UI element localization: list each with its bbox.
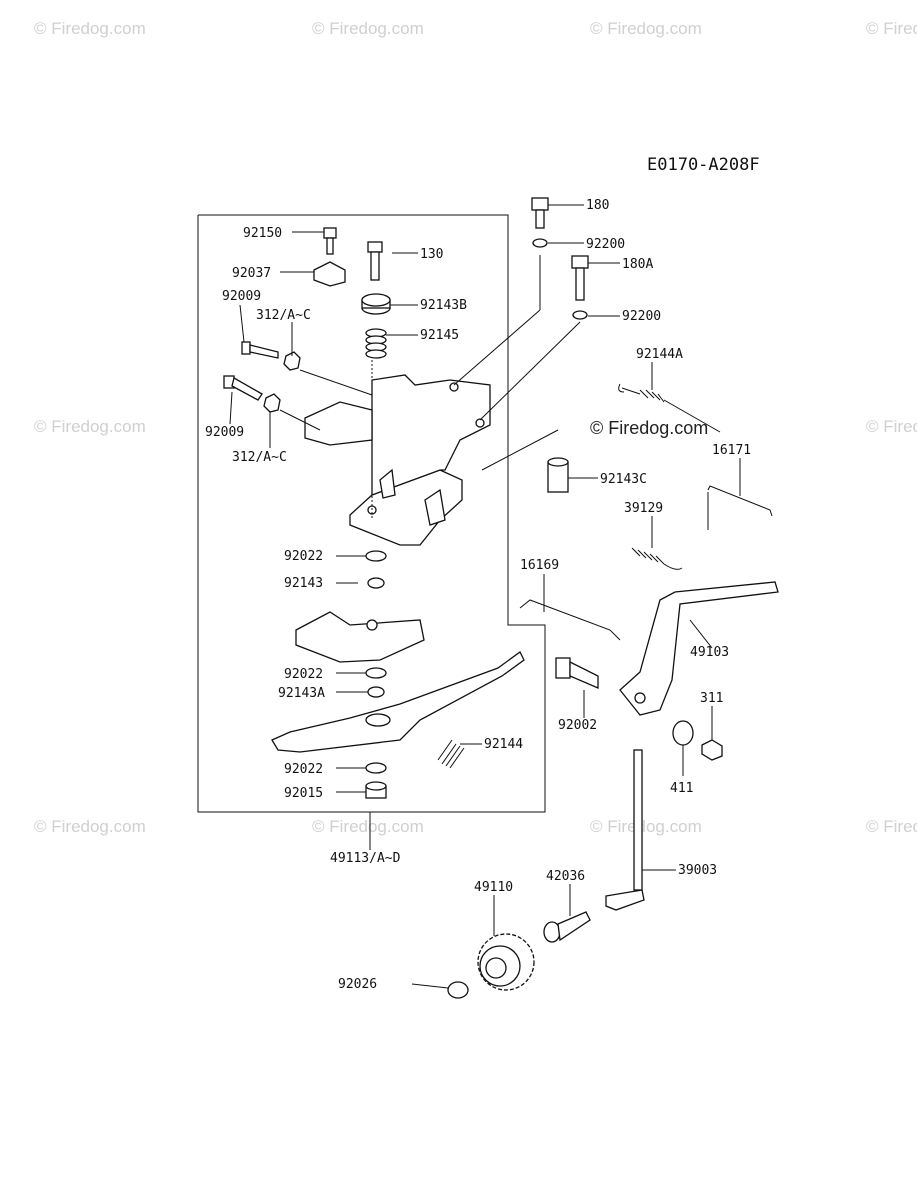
- spring-92144: [437, 739, 465, 769]
- label-180: 180: [586, 198, 609, 213]
- label-92144: 92144: [484, 737, 523, 752]
- label-92037: 92037: [232, 266, 271, 281]
- watermark: © Firedog.com: [34, 817, 146, 836]
- watermark: © Firedog.com: [34, 19, 146, 38]
- label-92144A: 92144A: [636, 347, 683, 362]
- washer-92022-b: [365, 667, 387, 679]
- label-39129: 39129: [624, 501, 663, 516]
- governor-arm: [271, 651, 525, 753]
- label-92143A: 92143A: [278, 686, 325, 701]
- watermark: © Firedog.com: [866, 817, 917, 836]
- label-92200-lower: 92200: [622, 309, 661, 324]
- bolt-92002: [555, 657, 599, 689]
- nut-312-upper: [283, 351, 301, 371]
- bolt-130: [367, 241, 383, 281]
- shaft-39003: [605, 749, 645, 911]
- bolt-180-leader: [453, 309, 541, 386]
- screw-92009b-leader: [279, 409, 321, 431]
- label-49110: 49110: [474, 880, 513, 895]
- screw-92009a-leader: [299, 369, 373, 396]
- label-92143C: 92143C: [600, 472, 647, 487]
- diagram-code: E0170-A208F: [647, 155, 760, 175]
- watermark: © Firedog.com: [590, 19, 702, 38]
- label-411: 411: [670, 781, 693, 796]
- nut-92015: [365, 781, 387, 799]
- label-92009-upper: 92009: [222, 289, 261, 304]
- control-bracket: [304, 374, 491, 546]
- bolt-180: [531, 197, 549, 248]
- washer-411: [672, 720, 694, 746]
- label-92145: 92145: [420, 328, 459, 343]
- collar-92143a: [367, 686, 385, 698]
- washer-92026: [447, 981, 469, 999]
- label-312-upper: 312/A~C: [256, 308, 311, 323]
- watermark: © Firedog.com: [590, 817, 702, 836]
- bolt-180a-leader: [479, 321, 581, 421]
- label-49113: 49113/A~D: [330, 851, 401, 866]
- pin-42036: [543, 911, 591, 943]
- gear-49110: [477, 933, 535, 991]
- watermark: © Firedog.com: [312, 19, 424, 38]
- watermark: © Firedog.com: [866, 417, 917, 436]
- rod-16169: [519, 599, 621, 641]
- part-labels: 92150 130 92037 92143B 92009 312/A~C 921…: [205, 198, 751, 992]
- spring-92145: [365, 328, 387, 359]
- label-49103: 49103: [690, 645, 729, 660]
- bolt-92150: [323, 227, 337, 255]
- leader-lines: [229, 204, 741, 989]
- rod-16171: [707, 485, 773, 517]
- label-312-lower: 312/A~C: [232, 450, 287, 465]
- watermark-center: © Firedog.com: [590, 418, 708, 438]
- collar-92143b: [361, 293, 391, 315]
- lever-49103: [619, 581, 779, 716]
- spring-92144a: [618, 383, 721, 433]
- label-16169: 16169: [520, 558, 559, 573]
- assembly-outline: [197, 214, 546, 813]
- watermark: © Firedog.com: [312, 817, 424, 836]
- label-92002: 92002: [558, 718, 597, 733]
- label-92200-upper: 92200: [586, 237, 625, 252]
- washer-92022-a: [365, 550, 387, 562]
- collar-92143c: [547, 457, 569, 493]
- watermark: © Firedog.com: [34, 417, 146, 436]
- label-39003: 39003: [678, 863, 717, 878]
- nut-312-lower: [263, 393, 281, 413]
- label-92143B: 92143B: [420, 298, 467, 313]
- label-180A: 180A: [622, 257, 653, 272]
- spring-39129: [631, 547, 683, 570]
- nut-311: [701, 739, 723, 761]
- label-16171: 16171: [712, 443, 751, 458]
- label-130: 130: [420, 247, 443, 262]
- label-92015: 92015: [284, 786, 323, 801]
- label-92026: 92026: [338, 977, 377, 992]
- clamp-92037: [313, 261, 346, 287]
- label-42036: 42036: [546, 869, 585, 884]
- label-92143: 92143: [284, 576, 323, 591]
- watermark: © Firedog.com: [866, 19, 917, 38]
- label-92009-lower: 92009: [205, 425, 244, 440]
- label-92022-a: 92022: [284, 549, 323, 564]
- label-311: 311: [700, 691, 723, 706]
- governor-plate: [295, 611, 425, 663]
- watermark-grid: © Firedog.com © Firedog.com © Firedog.co…: [34, 19, 917, 836]
- label-92022-c: 92022: [284, 762, 323, 777]
- washer-92022-c: [365, 762, 387, 774]
- bolt-180a: [571, 255, 589, 320]
- screw-92009-upper: [241, 341, 279, 359]
- label-92022-b: 92022: [284, 667, 323, 682]
- collar-92143: [367, 577, 385, 589]
- screw-92009-lower: [223, 375, 263, 401]
- label-92150: 92150: [243, 226, 282, 241]
- collar-leader: [481, 429, 559, 471]
